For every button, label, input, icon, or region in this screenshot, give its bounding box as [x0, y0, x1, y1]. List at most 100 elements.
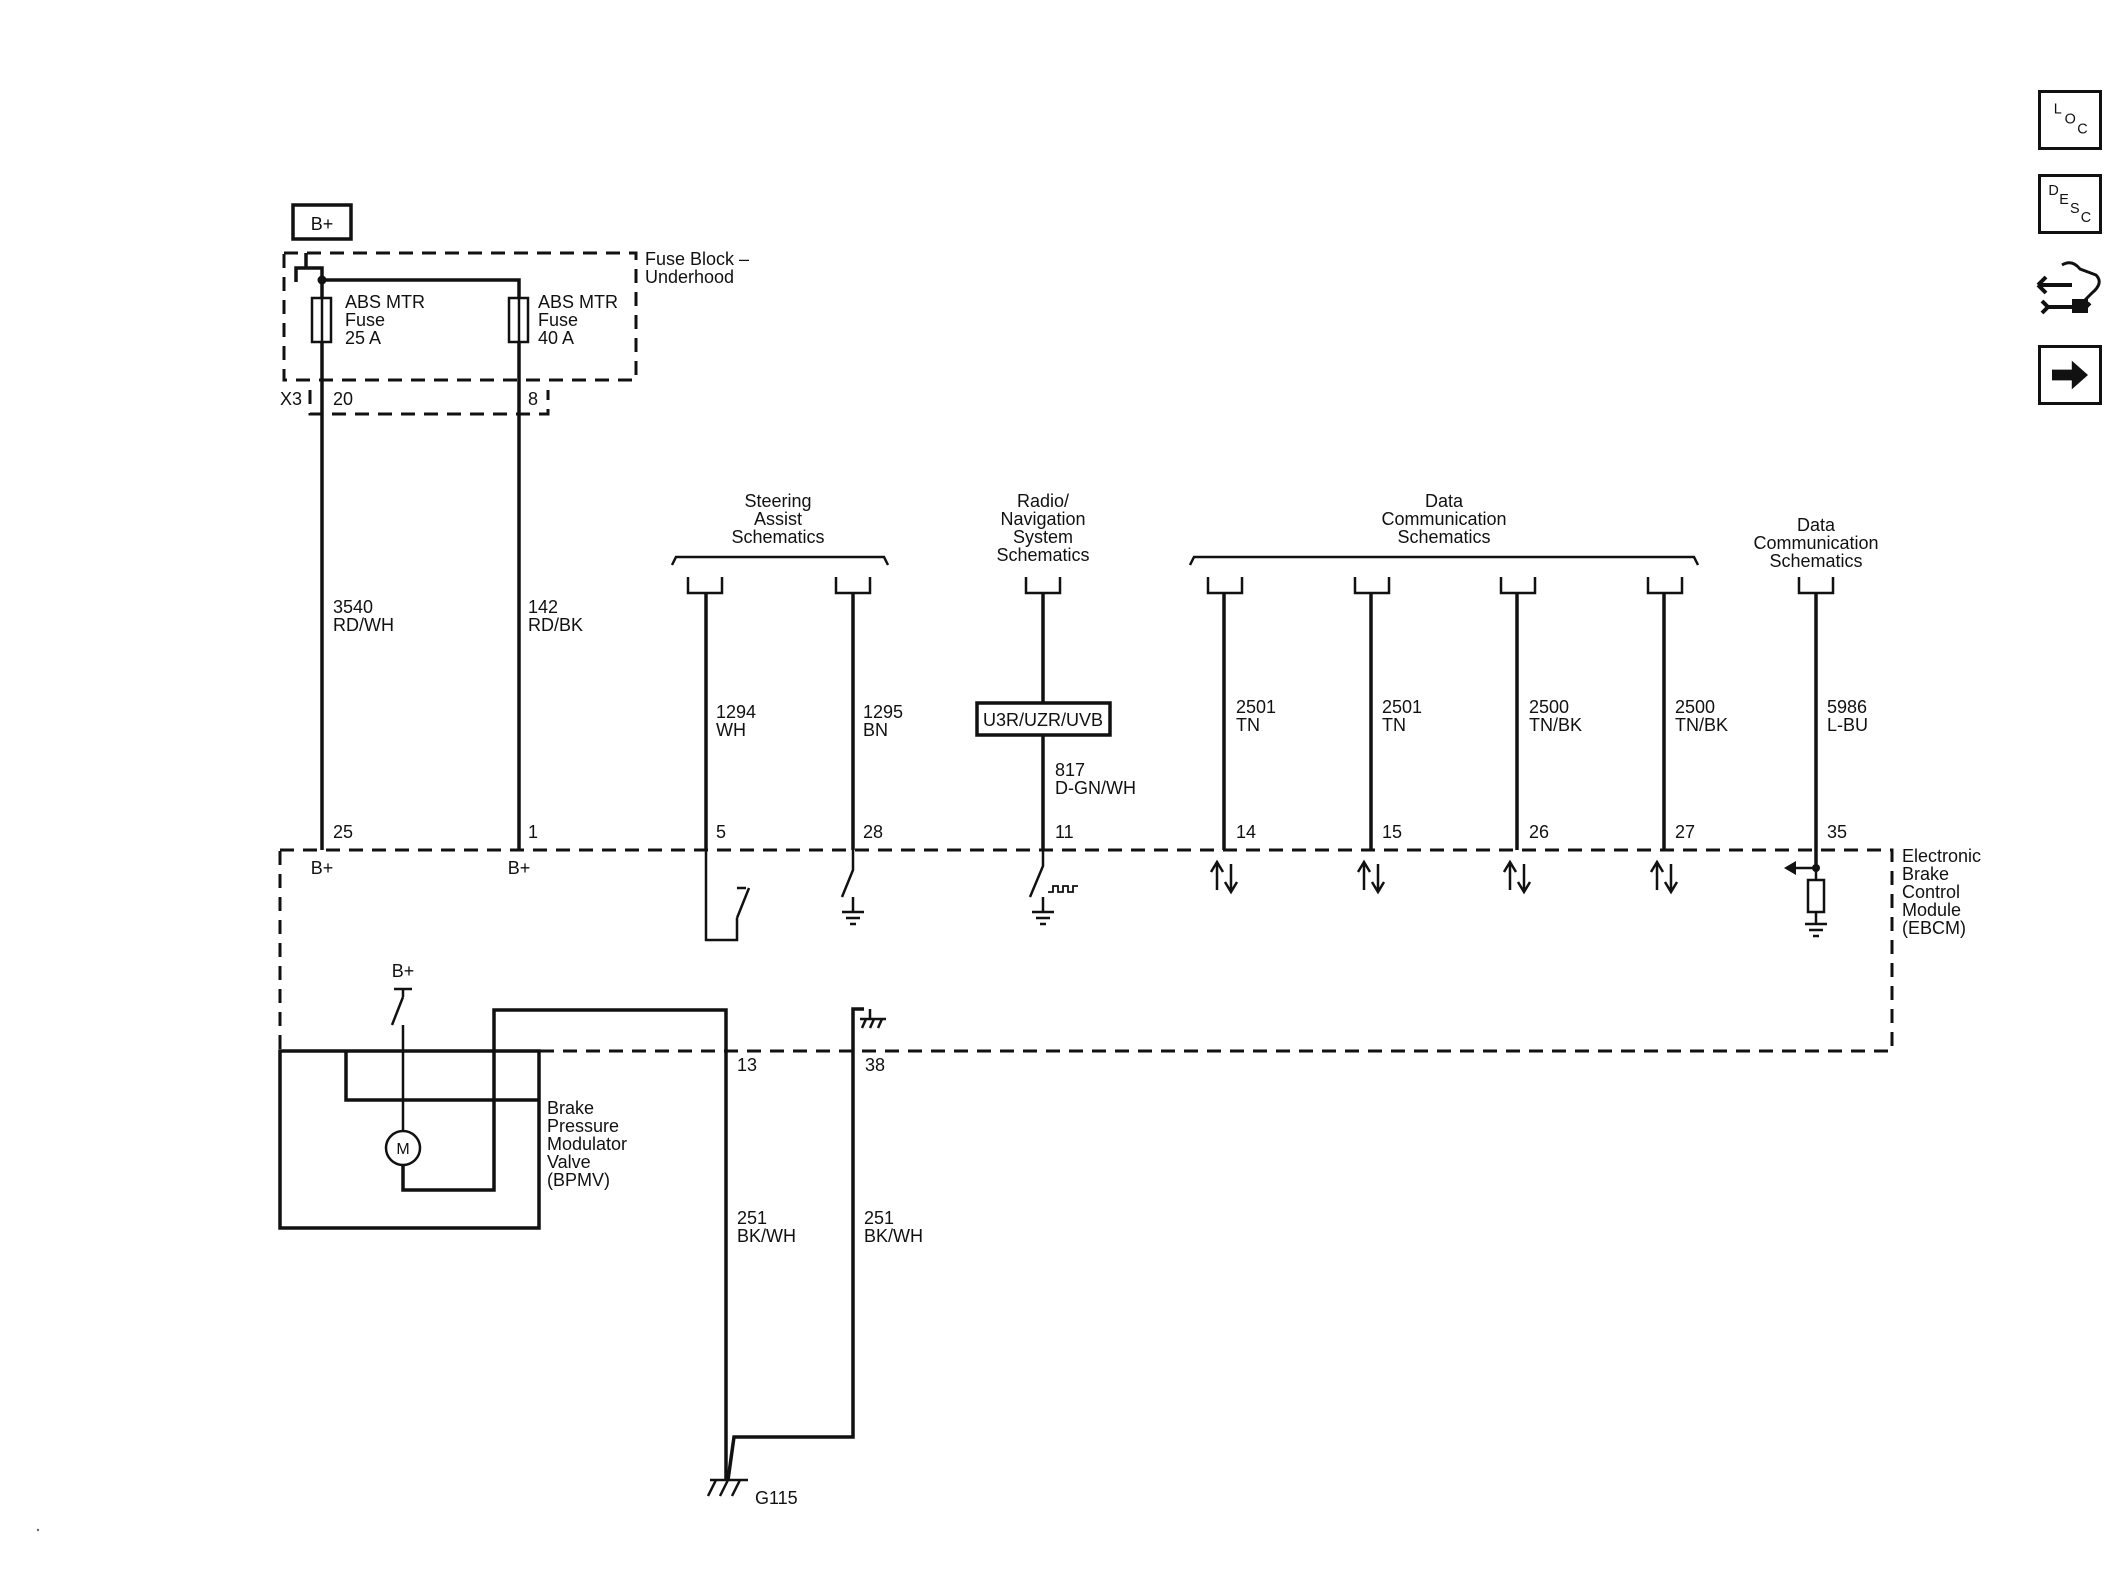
pin-11-ground-icon [1032, 910, 1054, 926]
wire-251a-color: BK/WH [737, 1226, 796, 1246]
pin-28: 28 [863, 822, 883, 842]
fuse-block-label-2: Underhood [645, 267, 734, 287]
chassis-ground-38-icon [860, 1009, 886, 1029]
pin-25: 25 [333, 822, 353, 842]
wire-5986-color: L-BU [1827, 715, 1868, 735]
fuse-2-pin: 8 [528, 389, 538, 409]
wire-2500b-color: TN/BK [1675, 715, 1728, 735]
description-icon: D E S C [2048, 183, 2091, 226]
pin-11: 11 [1055, 822, 1074, 842]
connector-1294 [686, 577, 724, 595]
stray-dot [36, 1528, 40, 1532]
motor-supply-switch [390, 987, 412, 1131]
pin-28-switch [840, 850, 855, 912]
pin-26-bidir-arrows-icon [1502, 859, 1532, 895]
wire-251-b [726, 1051, 855, 1481]
fuse-1-pin: 20 [333, 389, 353, 409]
g115-ground-icon [706, 1478, 748, 1497]
wire-1294-color: WH [716, 720, 746, 740]
bpmv-label-2: Pressure [547, 1116, 619, 1136]
radio-header-2: Navigation [1000, 509, 1085, 529]
ground-point-label: G115 [755, 1488, 798, 1508]
connector-pinout-button[interactable] [2032, 255, 2108, 330]
next-page-button[interactable] [2038, 345, 2102, 405]
pin-1: 1 [528, 822, 538, 842]
fuse-2-label-1: ABS MTR [538, 292, 618, 312]
pin-38: 38 [865, 1055, 885, 1075]
pin-15: 15 [1382, 822, 1402, 842]
svg-text:O: O [2065, 112, 2076, 128]
wire-3540-circuit: 3540 [333, 597, 373, 617]
wire-142-color: RD/BK [528, 615, 583, 635]
pin-14: 14 [1236, 822, 1256, 842]
bpmv-label-5: (BPMV) [547, 1170, 610, 1190]
battery-box [291, 203, 353, 241]
radio-option-label: U3R/UZR/UVB [983, 710, 1103, 730]
pin-35: 35 [1827, 822, 1847, 842]
bpmv-boundary [278, 1049, 541, 1230]
pin-5: 5 [716, 822, 726, 842]
pin-28-ground-icon [842, 910, 864, 926]
svg-text:D: D [2048, 183, 2058, 199]
wire-5986-circuit: 5986 [1827, 697, 1867, 717]
connector-2500-b [1646, 577, 1684, 595]
radio-header-4: Schematics [996, 545, 1089, 565]
svg-text:C: C [2081, 210, 2091, 226]
radio-header-3: System [1013, 527, 1073, 547]
ebcm-label-2: Brake [1902, 864, 1949, 884]
ebcm-bplus-internal: B+ [392, 961, 415, 981]
datacomm-header-2: Communication [1381, 509, 1506, 529]
pin-35-ground-icon [1805, 922, 1827, 938]
wire-817-color: D-GN/WH [1055, 778, 1136, 798]
steering-header-1: Steering [744, 491, 811, 511]
fuse-2-label-2: Fuse [538, 310, 578, 330]
datacomm-header-3: Schematics [1397, 527, 1490, 547]
datacomm2-header-3: Schematics [1769, 551, 1862, 571]
svg-text:L: L [2054, 102, 2062, 118]
pin-35-resistor [1806, 878, 1826, 914]
bpmv-label-3: Modulator [547, 1134, 627, 1154]
svg-text:C: C [2077, 122, 2087, 138]
ebcm-bplus-25: B+ [311, 858, 334, 878]
motor-symbol [384, 1129, 422, 1167]
motor-label: M [396, 1141, 409, 1158]
ebcm-label-1: Electronic [1902, 846, 1981, 866]
wire-1295-circuit: 1295 [863, 702, 903, 722]
fuse-2-label-3: 40 A [538, 328, 574, 348]
fuse-block-connector-label: X3 [280, 389, 302, 409]
pin-15-bidir-arrows-icon [1356, 859, 1386, 895]
bpmv-label-1: Brake [547, 1098, 594, 1118]
svg-text:E: E [2059, 192, 2069, 208]
connector-2501-b [1353, 577, 1391, 595]
steering-header-2: Assist [754, 509, 802, 529]
location-icon: L O C [2054, 102, 2088, 138]
connector-817 [1024, 577, 1062, 595]
fuse-1-label-3: 25 A [345, 328, 381, 348]
connector-1295 [834, 577, 872, 595]
wire-251b-color: BK/WH [864, 1226, 923, 1246]
connector-2501-a [1206, 577, 1244, 595]
wire-3540-color: RD/WH [333, 615, 394, 635]
svg-text:S: S [2070, 201, 2080, 217]
radio-header-1: Radio/ [1017, 491, 1069, 511]
wire-2501a-circuit: 2501 [1236, 697, 1276, 717]
description-button[interactable]: D E S C [2038, 174, 2102, 234]
wire-1294-circuit: 1294 [716, 702, 756, 722]
datacomm2-header-1: Data [1797, 515, 1836, 535]
location-button[interactable]: L O C [2038, 90, 2102, 150]
datacomm2-header-2: Communication [1753, 533, 1878, 553]
steering-brace [670, 555, 890, 566]
wire-251b-circuit: 251 [864, 1208, 894, 1228]
fuse-block-connector-boundary [308, 390, 550, 416]
ebcm-label-5: (EBCM) [1902, 918, 1966, 938]
wire-817-circuit: 817 [1055, 760, 1085, 780]
connector-2500-a [1499, 577, 1537, 595]
wire-142-circuit: 142 [528, 597, 558, 617]
wire-2500b-circuit: 2500 [1675, 697, 1715, 717]
pin-13: 13 [737, 1055, 757, 1075]
ebcm-bplus-1: B+ [508, 858, 531, 878]
pin-27: 27 [1675, 822, 1695, 842]
fuse-block-boundary [282, 251, 638, 382]
wire-2501b-color: TN [1382, 715, 1406, 735]
